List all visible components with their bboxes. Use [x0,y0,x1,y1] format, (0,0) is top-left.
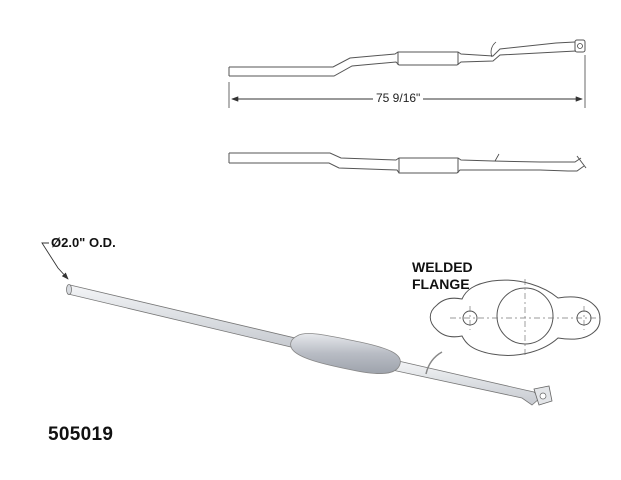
side-view [228,152,587,174]
flange-detail [429,279,601,356]
diameter-leader [41,242,69,280]
pipe-diameter-label: Ø2.0" O.D. [51,235,116,250]
flange-title-label: WELDED FLANGE [412,259,473,292]
overall-length-label: 75 9/16" [373,91,424,105]
part-number: 505019 [48,424,114,445]
muffler [290,333,401,375]
top-view [228,39,586,77]
pipe-3d-view [66,284,553,406]
flange-top [574,39,586,53]
